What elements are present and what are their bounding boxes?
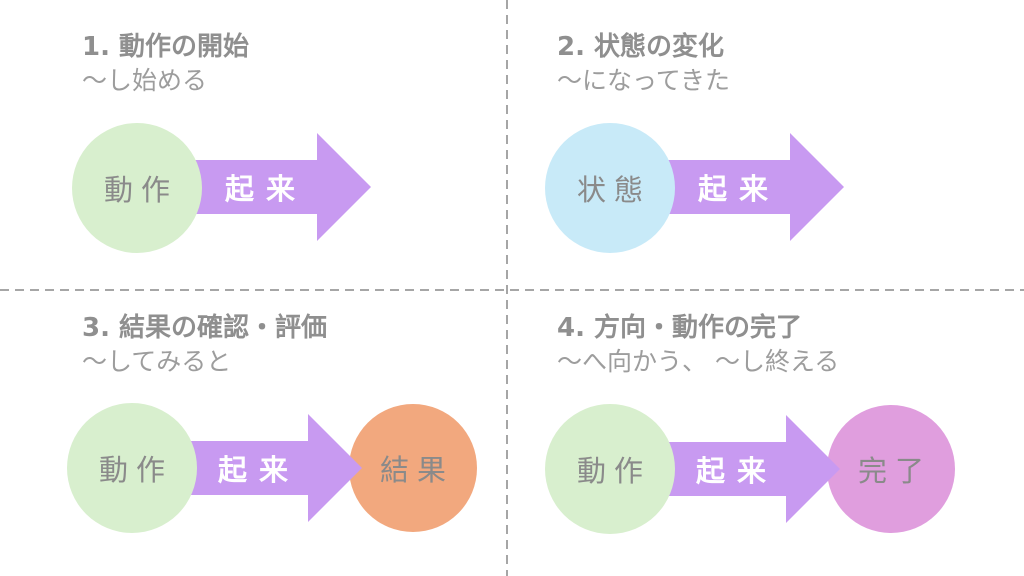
- result-circle: 完了: [827, 405, 955, 533]
- arrow-label: 起来: [697, 172, 780, 206]
- arrow-head: [308, 414, 362, 522]
- quadrant-title: 2. 状態の変化: [557, 32, 725, 62]
- quadrant-subtitle: 〜へ向かう、 〜し終える: [557, 347, 840, 376]
- arrow-head: [786, 415, 840, 523]
- source-circle: 動作: [67, 403, 197, 533]
- quadrant-subtitle: 〜してみると: [82, 347, 232, 376]
- quadrant-title: 1. 動作の開始: [82, 32, 250, 62]
- arrow-label: 起来: [217, 453, 300, 487]
- arrow-head: [790, 133, 844, 241]
- source-circle: 動作: [545, 404, 675, 534]
- source-circle-label: 動作: [98, 453, 173, 487]
- source-circle-label: 動作: [103, 173, 178, 207]
- source-circle-label: 動作: [576, 454, 651, 488]
- vertical-dashed-divider: [506, 0, 508, 576]
- arrow-label: 起来: [695, 454, 778, 488]
- result-circle-label: 結果: [379, 453, 454, 487]
- arrow-shape: 起来: [132, 414, 362, 522]
- quadrant-subtitle: 〜し始める: [82, 66, 208, 95]
- quadrant-title: 3. 結果の確認・評価: [82, 313, 328, 343]
- source-circle: 動作: [72, 123, 202, 253]
- source-circle-label: 状態: [576, 173, 651, 207]
- quadrant-title: 4. 方向・動作の完了: [557, 313, 803, 343]
- horizontal-dashed-divider: [0, 289, 1024, 291]
- source-circle: 状態: [545, 123, 675, 253]
- result-circle: 結果: [349, 404, 477, 532]
- quadrant-subtitle: 〜になってきた: [557, 66, 731, 95]
- result-circle-label: 完了: [857, 454, 932, 488]
- arrow-head: [317, 133, 371, 241]
- arrow-label: 起来: [224, 172, 307, 206]
